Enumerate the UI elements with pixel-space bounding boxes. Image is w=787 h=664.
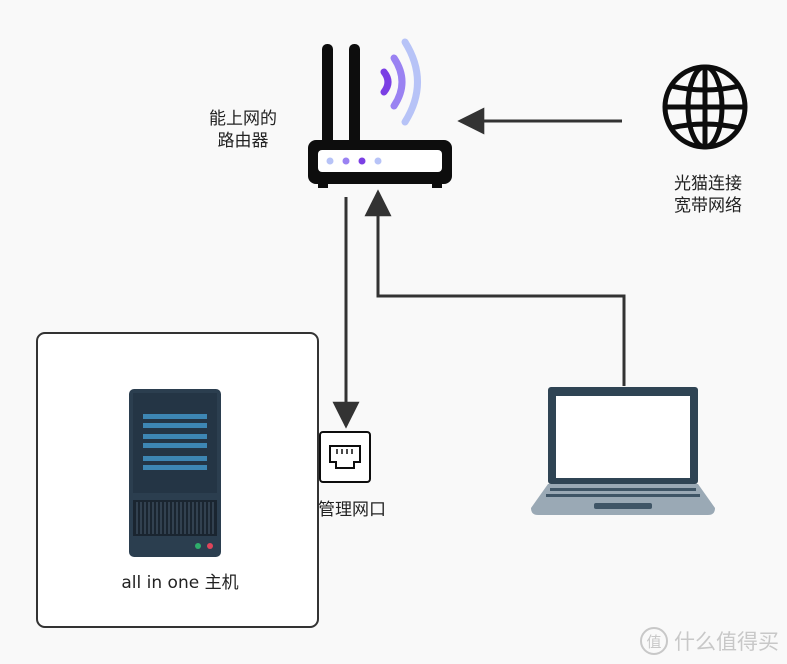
watermark: 值 什么值得买 <box>640 626 779 656</box>
watermark-logo-icon: 值 <box>640 627 668 655</box>
laptop-icon <box>531 387 715 515</box>
laptop-to-router-arrow <box>364 189 626 386</box>
port-label-text: 管理网口 <box>318 500 386 520</box>
router-label-line1: 能上网的 <box>209 109 277 129</box>
ethernet-port-icon <box>319 431 371 483</box>
watermark-text: 什么值得买 <box>674 630 779 654</box>
host-label-text: all in one 主机 <box>121 573 239 593</box>
modem-label-line1: 光猫连接 <box>674 174 742 194</box>
port-label: 管理网口 <box>318 499 408 521</box>
modem-label: 光猫连接 宽带网络 <box>660 173 756 217</box>
globe-icon <box>662 64 748 150</box>
router-icon <box>308 38 452 188</box>
modem-label-line2: 宽带网络 <box>674 196 742 216</box>
server-icon <box>129 389 221 557</box>
router-label: 能上网的 路由器 <box>196 108 290 152</box>
host-label: all in one 主机 <box>80 572 280 594</box>
router-label-line2: 路由器 <box>217 131 269 151</box>
